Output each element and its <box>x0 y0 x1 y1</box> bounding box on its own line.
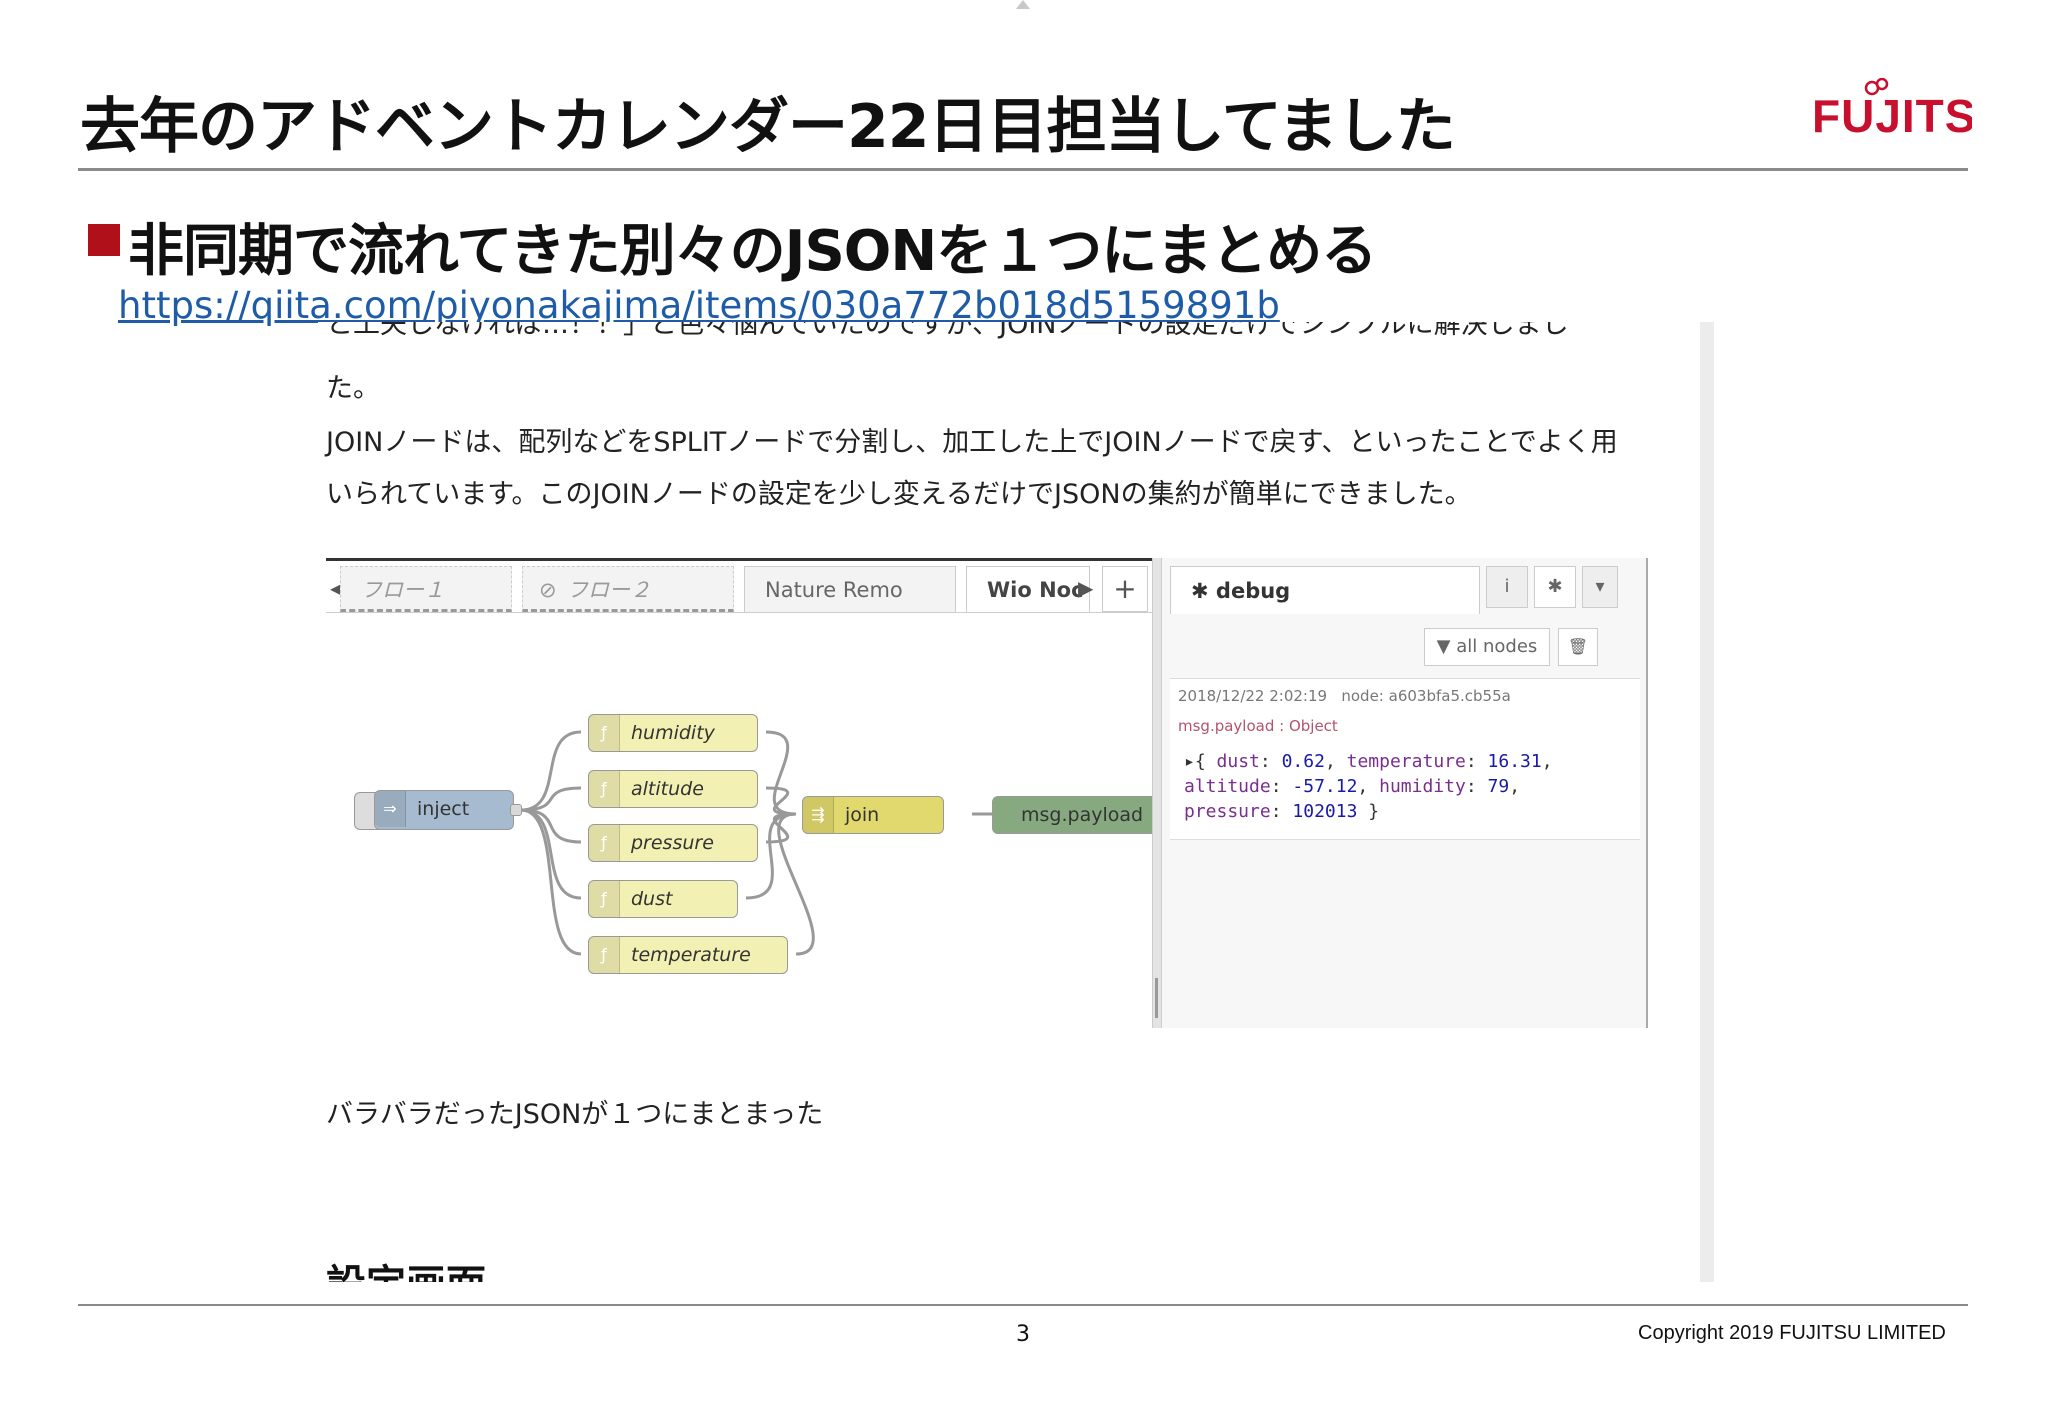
function-node-altitude[interactable]: ƒ altitude <box>588 770 758 808</box>
debug-icon-button[interactable]: ✱ <box>1534 566 1576 608</box>
nodered-editor: ◀ フロー１ ⊘ フロー２ Nature Remo Wio Noc ▶ + <box>326 558 1648 1028</box>
inject-node[interactable]: ⇒ inject <box>374 790 514 830</box>
article-paragraph: いられています。このJOINノードの設定を少し変えるだけでJSONの集約が簡単に… <box>326 479 1472 510</box>
article-next-heading: 設定画面 <box>326 1252 486 1282</box>
slide-title: 去年のアドベントカレンダー22日目担当してました <box>80 92 1456 162</box>
message-node-id[interactable]: node: a603bfa5.cb55a <box>1341 687 1511 705</box>
article-screenshot: と工夫しなければ…！！」と色々悩んでいたのですが、JOINノードの設定だけでシン… <box>318 322 1714 1282</box>
editor-topline <box>326 558 1648 561</box>
disabled-icon: ⊘ <box>539 578 557 602</box>
article-scrollbar[interactable] <box>1700 322 1714 1282</box>
join-icon: ⇶ <box>803 797 834 833</box>
payload-json[interactable]: ▸{ dust: 0.62, temperature: 16.31, altit… <box>1184 751 1553 822</box>
arrow-right-icon: ⇒ <box>375 791 406 827</box>
copyright: Copyright 2019 FUJITSU LIMITED <box>1638 1322 1946 1344</box>
debug-tab[interactable]: ✱ debug <box>1170 566 1480 614</box>
node-label: temperature <box>631 944 751 966</box>
filter-all-nodes-button[interactable]: ▼ all nodes <box>1424 628 1550 666</box>
function-icon: ƒ <box>589 771 620 807</box>
tab-baseline <box>326 612 1152 613</box>
page-number: 3 <box>1016 1322 1030 1347</box>
bullet-square-icon <box>88 224 120 256</box>
function-node-temperature[interactable]: ƒ temperature <box>588 936 788 974</box>
filter-label: all nodes <box>1456 636 1538 657</box>
expand-caret-icon[interactable]: ▸ <box>1184 751 1195 772</box>
tab-nature-remo[interactable]: Nature Remo <box>744 566 956 612</box>
chevron-down-icon[interactable]: ▾ <box>1582 566 1618 608</box>
node-label: dust <box>631 888 673 910</box>
tab-wio-node[interactable]: Wio Noc <box>966 566 1090 612</box>
add-tab-button[interactable]: + <box>1102 566 1148 612</box>
tab-flow-2-label: フロー２ <box>567 578 651 602</box>
debug-node[interactable]: msg.payload <box>992 796 1158 834</box>
payload-type: msg.payload : Object <box>1178 717 1338 735</box>
splitter-grip[interactable] <box>1155 978 1158 1018</box>
node-label: altitude <box>631 778 704 800</box>
function-icon: ƒ <box>589 881 620 917</box>
clear-trash-icon[interactable]: 🗑 <box>1558 628 1598 666</box>
wires <box>520 730 992 956</box>
article-paragraph: た。 <box>326 373 380 404</box>
debug-message: 2018/12/22 2:02:19 node: a603bfa5.cb55a … <box>1170 678 1640 840</box>
article-caption: バラバラだったJSONが１つにまとまった <box>326 1099 824 1130</box>
function-node-dust[interactable]: ƒ dust <box>588 880 738 918</box>
article-paragraph: JOINノードは、配列などをSPLITノードで分割し、加工した上でJOINノード… <box>326 427 1618 458</box>
panel-splitter[interactable] <box>1152 558 1162 1028</box>
function-icon: ƒ <box>589 715 620 751</box>
debug-node-label: msg.payload <box>1021 804 1144 826</box>
bug-icon: ✱ <box>1191 579 1216 603</box>
join-node[interactable]: ⇶ join <box>802 796 944 834</box>
node-label: pressure <box>631 832 714 854</box>
node-label: humidity <box>631 722 715 744</box>
footer-divider <box>78 1304 1968 1306</box>
inject-node-label: inject <box>417 798 470 820</box>
function-icon: ƒ <box>589 825 620 861</box>
filter-icon: ▼ <box>1436 636 1451 657</box>
tab-flow-2[interactable]: ⊘ フロー２ <box>522 566 734 612</box>
message-meta: 2018/12/22 2:02:19 node: a603bfa5.cb55a <box>1178 687 1511 705</box>
title-divider <box>78 168 1968 171</box>
info-button[interactable]: i <box>1486 566 1528 608</box>
subtitle: 非同期で流れてきた別々のJSONを１つにまとめる <box>128 219 1377 284</box>
tab-flow-1[interactable]: フロー１ <box>340 566 512 612</box>
top-caret-icon <box>1016 0 1030 9</box>
qiita-link[interactable]: https://qiita.com/piyonakajima/items/030… <box>118 284 1280 327</box>
debug-tab-label: debug <box>1215 579 1291 603</box>
output-port[interactable] <box>510 804 522 816</box>
svg-text:FUJITSU: FUJITSU <box>1812 90 1972 142</box>
function-node-pressure[interactable]: ƒ pressure <box>588 824 758 862</box>
join-node-label: join <box>845 804 880 826</box>
fujitsu-logo: FUJITSU <box>1812 77 2010 158</box>
article-cut-line: と工夫しなければ…！！」と色々悩んでいたのですが、JOINノードの設定だけでシン… <box>326 322 1569 340</box>
function-icon: ƒ <box>589 937 620 973</box>
debug-sidebar: ✱ debug i ✱ ▾ ▼ all nodes 🗑 2018/12/22 2… <box>1162 558 1648 1028</box>
function-node-humidity[interactable]: ƒ humidity <box>588 714 758 752</box>
tab-scroll-right-icon[interactable]: ▶ <box>1078 576 1094 600</box>
message-timestamp: 2018/12/22 2:02:19 <box>1178 687 1328 705</box>
